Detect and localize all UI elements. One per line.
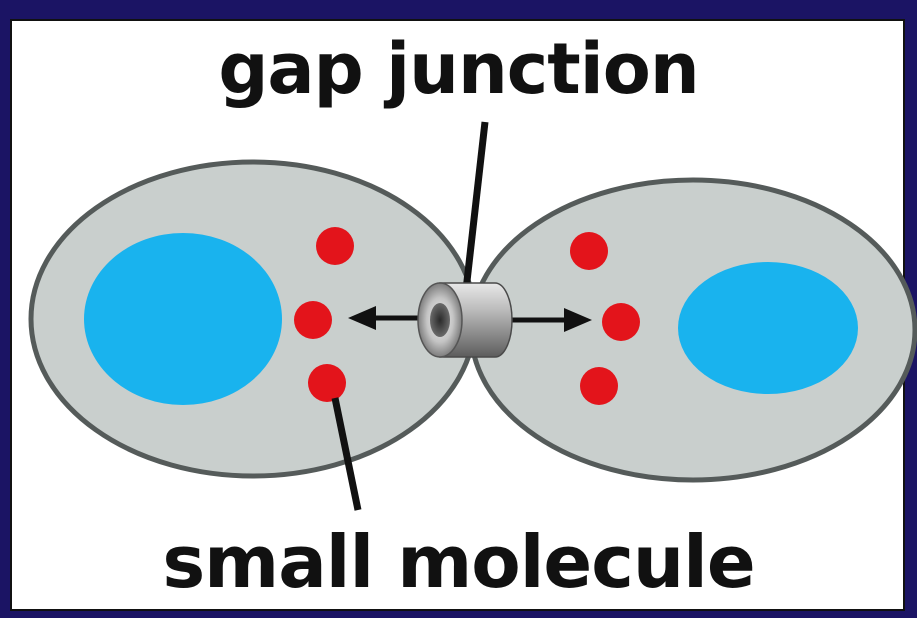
molecule-right-2 (602, 303, 640, 341)
molecule-left-3 (308, 364, 346, 402)
left-cell (28, 159, 478, 479)
gap-junction-label: gap junction (218, 28, 699, 110)
right-nucleus (678, 262, 858, 394)
gap-junction-leader-line (462, 121, 489, 291)
small-molecule-leader-line (331, 397, 362, 511)
right-cell (468, 177, 917, 483)
small-molecule-label: small molecule (162, 520, 755, 604)
left-nucleus (84, 233, 282, 405)
gap-junction-channel-icon (417, 282, 513, 358)
molecule-left-1 (316, 227, 354, 265)
molecule-right-3 (580, 367, 618, 405)
right-arrow (505, 308, 592, 332)
molecule-left-2 (294, 301, 332, 339)
molecule-right-1 (570, 232, 608, 270)
